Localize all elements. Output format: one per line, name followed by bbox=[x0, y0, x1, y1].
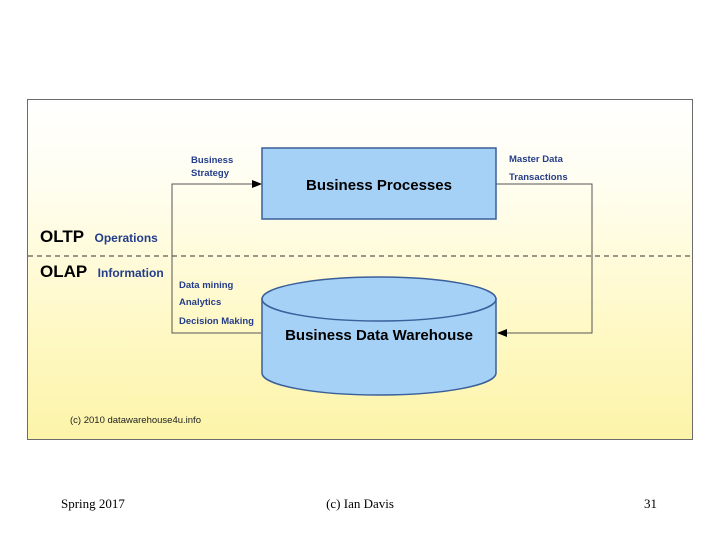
transactions-connector bbox=[496, 183, 593, 337]
master-data-label: Master Data bbox=[509, 154, 564, 165]
transactions-label: Transactions bbox=[509, 172, 568, 183]
diagram-svg: Business Processes Business Data Warehou… bbox=[28, 147, 694, 426]
slide-number: 31 bbox=[644, 496, 657, 511]
diagram-copyright: (c) 2010 datawarehouse4u.info bbox=[70, 415, 201, 426]
strategy-label-line-2: Strategy bbox=[191, 168, 230, 179]
info-use-analytics: Analytics bbox=[179, 297, 221, 308]
diagram-figure: Business Processes Business Data Warehou… bbox=[27, 99, 694, 440]
olap-subtitle: Information bbox=[98, 266, 164, 280]
info-use-data-mining: Data mining bbox=[179, 280, 234, 291]
olap-label: OLAP Information bbox=[40, 262, 164, 281]
business-processes-label: Business Processes bbox=[306, 177, 452, 194]
business-data-warehouse-cylinder bbox=[261, 276, 497, 396]
oltp-title: OLTP bbox=[40, 227, 84, 246]
oltp-label: OLTP Operations bbox=[40, 227, 158, 246]
oltp-subtitle: Operations bbox=[95, 231, 159, 245]
business-data-warehouse-label: Business Data Warehouse bbox=[285, 327, 473, 344]
strategy-connector bbox=[171, 180, 262, 334]
footer-author: (c) Ian Davis bbox=[326, 496, 394, 511]
business-processes-box bbox=[261, 147, 497, 220]
strategy-label-line-1: Business bbox=[191, 155, 233, 166]
info-use-decision-making: Decision Making bbox=[179, 316, 254, 327]
footer-term: Spring 2017 bbox=[61, 496, 125, 511]
olap-title: OLAP bbox=[40, 262, 87, 281]
